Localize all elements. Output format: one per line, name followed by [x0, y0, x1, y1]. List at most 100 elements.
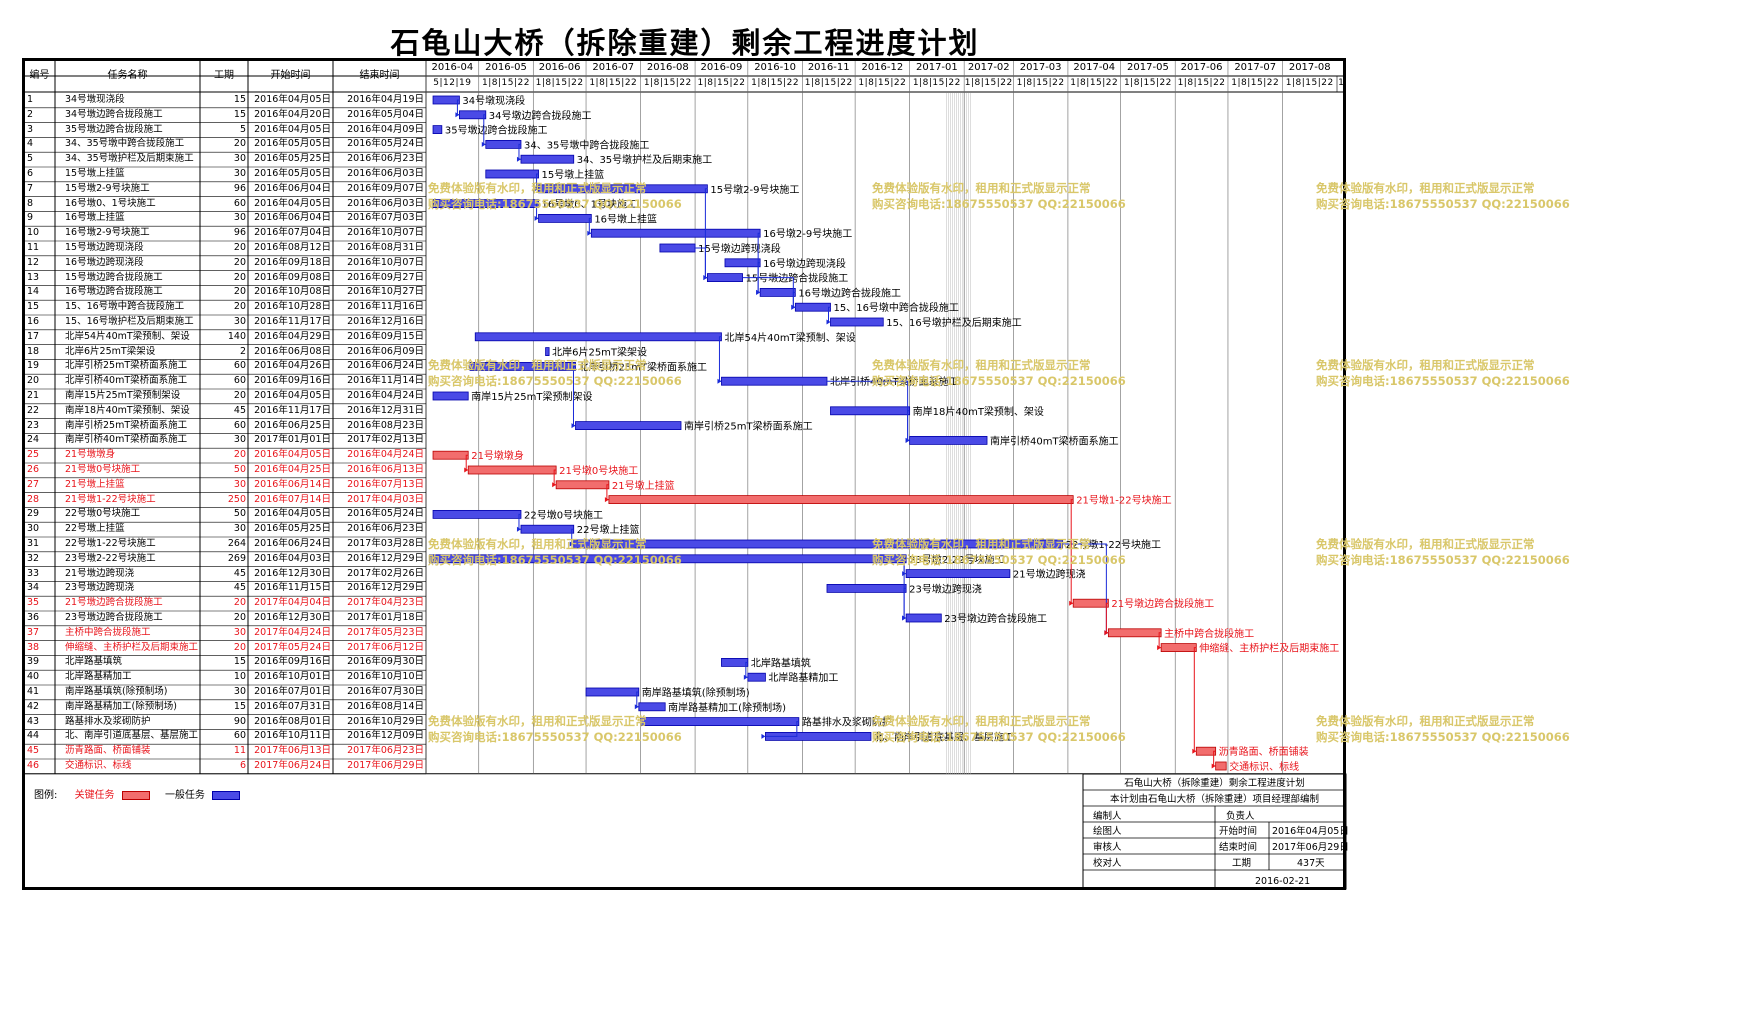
- task-name: 北岸引桥25mT梁桥面系施工: [65, 360, 188, 372]
- month-label: 2017-03: [1019, 62, 1062, 73]
- task-id: 23: [27, 419, 40, 431]
- month-days: 1|8|15|22: [1070, 78, 1119, 88]
- titleblock-frame: [1082, 773, 1347, 890]
- gantt-bar: [724, 258, 761, 268]
- gantt-bar-label: 21号墩0号块施工: [559, 464, 638, 477]
- task-id: 46: [27, 760, 40, 771]
- task-end: 2016年12月29日: [347, 582, 424, 594]
- gantt-bar: [520, 154, 575, 164]
- gantt-bar-label: 南岸18片40mT梁预制、架设: [913, 405, 1044, 418]
- month-days: 1|8|15|22: [535, 78, 584, 88]
- task-id: 12: [27, 256, 40, 268]
- gantt-bar: [485, 169, 539, 179]
- watermark-text: 免费体验版有水印，租用和正式版显示正常购买咨询电话:18675550537 QQ…: [872, 537, 1126, 567]
- watermark-text: 免费体验版有水印，租用和正式版显示正常购买咨询电话:18675550537 QQ…: [1316, 181, 1570, 211]
- task-id: 17: [27, 330, 40, 342]
- watermark-text: 免费体验版有水印，租用和正式版显示正常购买咨询电话:18675550537 QQ…: [428, 537, 682, 567]
- task-id: 45: [27, 745, 40, 757]
- link-arrowhead: [717, 378, 722, 384]
- task-duration: 60: [233, 197, 246, 209]
- gantt-bar-label: 交通标识、标线: [1229, 760, 1299, 773]
- task-end: 2016年12月31日: [347, 404, 424, 416]
- task-name: 主桥中跨合拢段施工: [65, 626, 151, 638]
- task-end: 2017年01月18日: [347, 612, 424, 623]
- task-id: 24: [27, 434, 40, 446]
- gantt-bar: [826, 584, 907, 593]
- gantt-bar: [467, 465, 557, 475]
- gantt-bar-label: 沥青路面、桥面铺装: [1219, 745, 1309, 758]
- task-duration: 140: [227, 330, 246, 342]
- task-duration: 60: [233, 730, 246, 742]
- month-label: 2016-11: [807, 62, 850, 73]
- month-days: 1|8|15|22: [1016, 78, 1065, 88]
- task-name: 伸缩缝、主桥护栏及后期束施工: [65, 641, 198, 653]
- task-end: 2017年06月23日: [347, 745, 424, 757]
- gantt-chart: 34号墩现浇段34号墩边跨合拢段施工35号墩边跨合拢段施工34、35号墩中跨合拢…: [23, 61, 1347, 890]
- task-start: 2016年05月05日: [254, 138, 331, 150]
- gantt-bar-label: 35号墩边跨合拢段施工: [445, 124, 548, 137]
- task-start: 2016年08月12日: [254, 242, 331, 253]
- task-start: 2017年04月04日: [254, 597, 331, 609]
- task-duration: 50: [233, 508, 246, 520]
- titleblock-subtitle: 本计划由石龟山大桥（拆除重建）项目经理部编制: [1109, 794, 1319, 805]
- gantt-bar-label: 南岸引桥25mT梁桥面系施工: [684, 420, 813, 433]
- watermark-text: 免费体验版有水印，租用和正式版显示正常购买咨询电话:18675550537 QQ…: [1316, 714, 1570, 744]
- gantt-bar: [830, 317, 884, 327]
- task-name: 北岸路基精加工: [65, 671, 132, 683]
- task-id: 18: [27, 345, 40, 357]
- task-duration: 30: [233, 316, 246, 327]
- reviewer-label: 审核人: [1093, 842, 1122, 853]
- task-duration: 60: [233, 360, 246, 372]
- gantt-bar-label: 34、35号墩护栏及后期束施工: [577, 153, 712, 166]
- link-arrowhead: [569, 541, 574, 547]
- task-name: 21号墩边跨现浇: [65, 567, 135, 579]
- task-duration: 30: [233, 168, 246, 179]
- task-name: 35号墩边跨合拢段施工: [65, 123, 163, 135]
- task-name: 16号墩2-9号块施工: [65, 227, 150, 239]
- task-start: 2016年04月20日: [254, 108, 331, 120]
- month-days: 1|8|15|22: [912, 78, 961, 88]
- task-id: 34: [27, 582, 40, 594]
- task-end: 2016年05月04日: [347, 108, 424, 120]
- dependency-link: [718, 336, 722, 382]
- gantt-bar-label: 15、16号墩中跨合拢段施工: [833, 301, 958, 314]
- link-arrowhead: [1069, 600, 1074, 606]
- month-label: 2017-02: [967, 62, 1010, 73]
- gantt-bar: [474, 332, 722, 342]
- task-duration: 30: [233, 212, 246, 224]
- link-arrowhead: [761, 733, 766, 739]
- task-start: 2016年04月05日: [254, 390, 331, 401]
- link-arrowhead: [455, 112, 460, 118]
- task-name: 15、16号墩中跨合拢段施工: [65, 301, 185, 313]
- task-name: 15号墩边跨现浇段: [65, 242, 144, 253]
- month-label: 2017-05: [1127, 62, 1169, 73]
- task-duration: 20: [233, 242, 246, 253]
- task-end: 2016年06月03日: [347, 197, 424, 209]
- task-name: 34号墩边跨合拢段施工: [65, 108, 163, 120]
- legend-normal-swatch: [212, 790, 241, 800]
- gantt-bar: [794, 302, 831, 312]
- gantt-bar-label: 南岸引桥40mT梁桥面系施工: [990, 434, 1119, 447]
- month-days: 1|8|15|22: [858, 78, 907, 88]
- editor-label: 编制人: [1093, 811, 1122, 822]
- gantt-bar-label: 34、35号墩中跨合拢段施工: [524, 138, 649, 151]
- task-start: 2016年07月31日: [254, 700, 331, 712]
- month-label: 2017-04: [1073, 62, 1116, 73]
- task-start: 2016年04月26日: [254, 360, 331, 372]
- gantt-bar: [721, 376, 828, 386]
- task-start: 2016年04月05日: [254, 508, 331, 520]
- task-duration: 50: [233, 464, 246, 475]
- task-start: 2016年09月16日: [254, 656, 331, 668]
- gantt-bar: [585, 687, 640, 697]
- task-id: 43: [27, 715, 40, 727]
- legend-critical-label: 关键任务: [74, 790, 115, 801]
- link-arrowhead: [604, 497, 609, 503]
- link-arrowhead: [516, 156, 521, 162]
- task-name: 南岸路基填筑(除预制场): [65, 686, 168, 697]
- task-start: 2016年04月03日: [254, 552, 331, 564]
- link-arrowhead: [905, 437, 910, 443]
- gantt-bar-label: 北、南岸引道底基层、基层施工: [874, 730, 1014, 743]
- gantt-bar: [909, 435, 988, 445]
- task-id: 20: [27, 375, 40, 387]
- gantt-bar-label: 16号墩边跨合拢段施工: [798, 286, 901, 299]
